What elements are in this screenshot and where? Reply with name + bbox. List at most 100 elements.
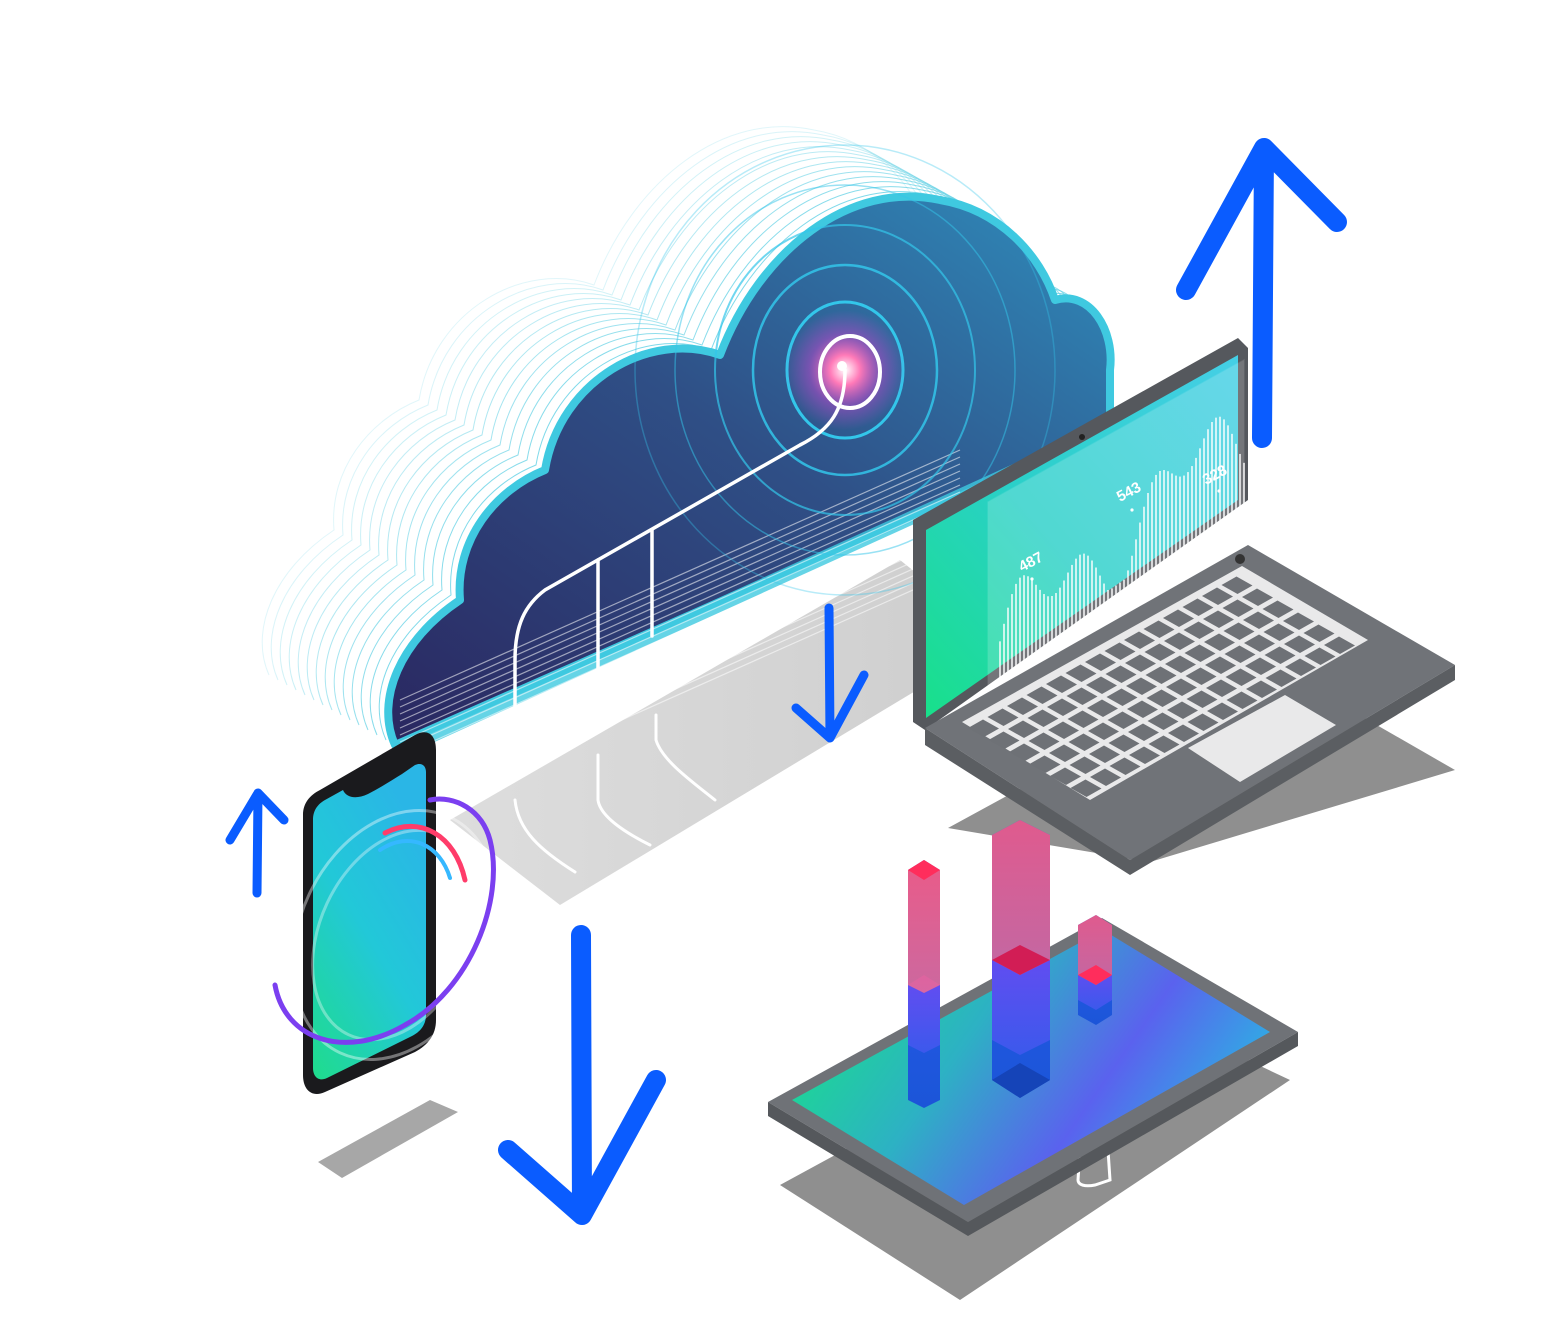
cloud-connector-lines	[513, 713, 717, 874]
laptop-key	[1066, 687, 1098, 705]
laptop-key	[1184, 644, 1216, 662]
laptop-key	[1069, 756, 1101, 774]
cloud-base-line	[399, 561, 961, 813]
chart-bar-3	[1078, 915, 1112, 1025]
laptop-key	[1147, 712, 1179, 730]
arrow-down-large	[498, 925, 666, 1225]
laptop-key	[1202, 587, 1233, 605]
laptop-key	[988, 731, 1020, 749]
laptop-key	[1028, 732, 1060, 750]
laptop-key	[1167, 701, 1198, 719]
laptop-key	[1027, 709, 1059, 727]
laptop-key	[1303, 624, 1335, 642]
cloud-base-line	[399, 477, 961, 729]
laptop-key	[1186, 690, 1218, 708]
laptop-key	[1124, 631, 1155, 649]
cloud-base-line	[399, 526, 961, 778]
chart-bar-2	[992, 820, 1050, 1098]
arrow-down-small-icon	[791, 603, 869, 743]
laptop-key	[1070, 779, 1102, 797]
arrow-down-icon	[498, 925, 666, 1225]
laptop-key	[1262, 600, 1294, 618]
laptop-key	[1166, 678, 1197, 696]
laptop-key	[1187, 713, 1219, 731]
cloud-base-line	[399, 568, 961, 820]
laptop-key	[1129, 746, 1160, 764]
laptop-key	[1206, 679, 1237, 697]
laptop-key	[1304, 647, 1336, 665]
laptop-key	[1263, 623, 1295, 641]
laptop-key	[1125, 654, 1156, 672]
laptop-key	[1026, 686, 1058, 704]
cloud-base-line	[399, 512, 961, 764]
laptop-trackpad	[1188, 695, 1336, 782]
laptop-key	[1284, 635, 1315, 653]
cloud-base-lines	[399, 449, 961, 820]
laptop-key	[1222, 599, 1254, 617]
laptop-key	[1243, 611, 1274, 629]
laptop-key	[1246, 680, 1277, 698]
laptop-key	[1146, 689, 1178, 707]
laptop-key	[1285, 658, 1316, 676]
cloud-core-ring	[818, 334, 882, 410]
cloud-base-line	[399, 498, 961, 750]
laptop-key	[1182, 598, 1214, 616]
laptop-base-edge	[925, 665, 1455, 875]
laptop-key	[1244, 634, 1275, 652]
chart-bar-1	[908, 860, 940, 1108]
laptop-key	[1165, 655, 1196, 673]
arrow-up-icon	[1176, 138, 1347, 448]
laptop-key	[1221, 576, 1253, 594]
bar-chart-icon	[908, 820, 1112, 1108]
laptop-key	[1007, 697, 1038, 715]
laptop-key	[1245, 657, 1276, 675]
laptop-key	[1126, 677, 1157, 695]
laptop-key	[1086, 676, 1117, 694]
laptop-key	[1128, 723, 1159, 741]
cloud-icon	[261, 126, 1115, 874]
tablet-stand	[1076, 1149, 1112, 1188]
cloud-base-line	[399, 540, 961, 792]
laptop-key	[1203, 610, 1234, 628]
tablet-body-edge	[768, 1032, 1298, 1236]
cloud-circuit-line	[513, 368, 847, 712]
laptop-key	[1163, 609, 1194, 627]
cloud-base-line	[399, 456, 961, 708]
laptop-key	[1242, 588, 1273, 606]
laptop-key	[1009, 743, 1040, 761]
cloud-base-line	[399, 547, 961, 799]
cloud-base-line	[399, 505, 961, 757]
laptop-key	[1183, 621, 1215, 639]
laptop-key	[1108, 734, 1140, 752]
laptop-key	[1106, 688, 1138, 706]
cloud-base-line	[399, 484, 961, 736]
cloud-base-line	[399, 449, 961, 701]
laptop-key	[1050, 767, 1081, 785]
laptop-key	[1104, 642, 1136, 660]
phone-signal-arcs	[272, 796, 499, 1061]
laptop-key	[1264, 646, 1296, 664]
laptop-marker-1	[1030, 577, 1034, 581]
laptop-key	[1127, 700, 1158, 718]
laptop-key	[1008, 720, 1039, 738]
laptop-key	[1088, 722, 1119, 740]
cloud-base-line	[399, 554, 961, 806]
laptop-key	[1265, 669, 1297, 687]
cloud-base-line	[399, 519, 961, 771]
laptop-key	[1090, 768, 1121, 786]
laptop-key	[1046, 675, 1077, 693]
cloud-base-line	[399, 491, 961, 743]
laptop-key	[1145, 666, 1177, 684]
laptop-key	[1109, 757, 1141, 775]
laptop-key	[968, 719, 999, 737]
laptop-key	[1164, 632, 1195, 650]
laptop-key	[1029, 755, 1061, 773]
cloud-shadow	[450, 560, 1000, 905]
laptop-marker-2	[1130, 508, 1134, 512]
laptop-key	[1107, 711, 1139, 729]
laptop-key	[1204, 633, 1235, 651]
laptop-key	[1226, 691, 1258, 709]
laptop-icon: 487 543 328	[913, 338, 1455, 875]
laptop-key	[1089, 745, 1120, 763]
